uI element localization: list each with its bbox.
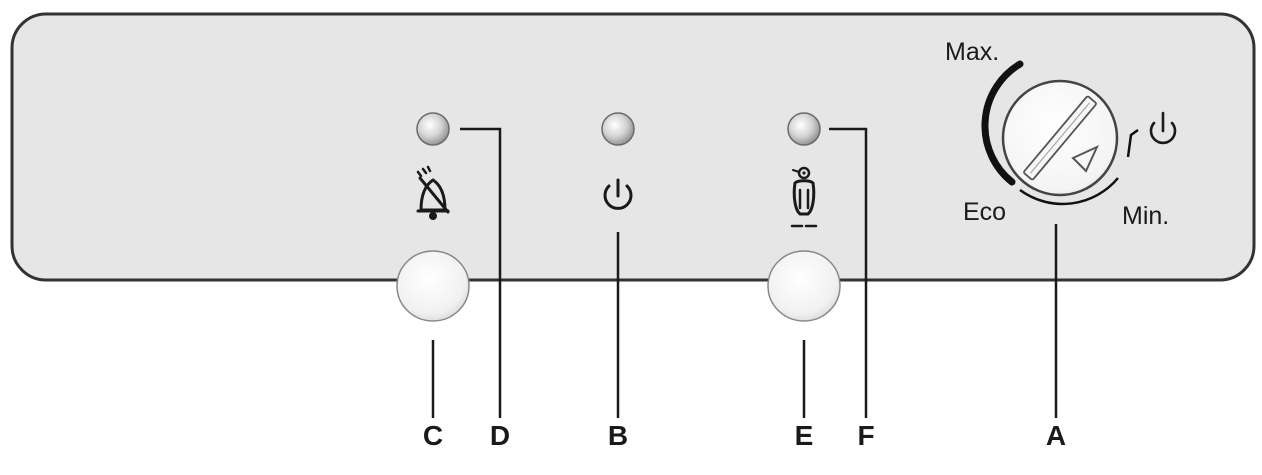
temperature-dial[interactable] [981, 60, 1139, 206]
dial-off-bracket [1126, 128, 1139, 158]
dial-max-label: Max. [945, 38, 1000, 66]
super-freeze-button[interactable] [767, 250, 841, 322]
dial-scale-arc [981, 60, 1024, 186]
penguin-icon [790, 166, 818, 228]
callout-b: B [607, 420, 629, 451]
dial-off-power-icon [1149, 111, 1177, 145]
alarm-off-button[interactable] [396, 250, 470, 322]
leader-d [460, 127, 502, 418]
leader-f [829, 127, 868, 418]
panel-body [10, 12, 1256, 282]
callout-c: C [422, 420, 444, 451]
dial-eco-label: Eco [963, 198, 1007, 226]
power-led [601, 112, 635, 146]
dial-triangle-marker [1071, 144, 1100, 173]
power-icon [603, 178, 633, 210]
alarm-led [416, 112, 450, 146]
leader-lines [431, 127, 1058, 418]
callout-d: D [489, 420, 511, 451]
bell-off-icon [416, 165, 450, 220]
dial-indicator-slot [1023, 95, 1097, 181]
callout-f: F [857, 420, 875, 451]
callout-a: A [1045, 420, 1067, 451]
callout-e: E [794, 420, 814, 451]
super-freeze-led [787, 112, 821, 146]
dial-min-label: Min. [1122, 202, 1170, 230]
dial-range-arc [1019, 177, 1119, 206]
